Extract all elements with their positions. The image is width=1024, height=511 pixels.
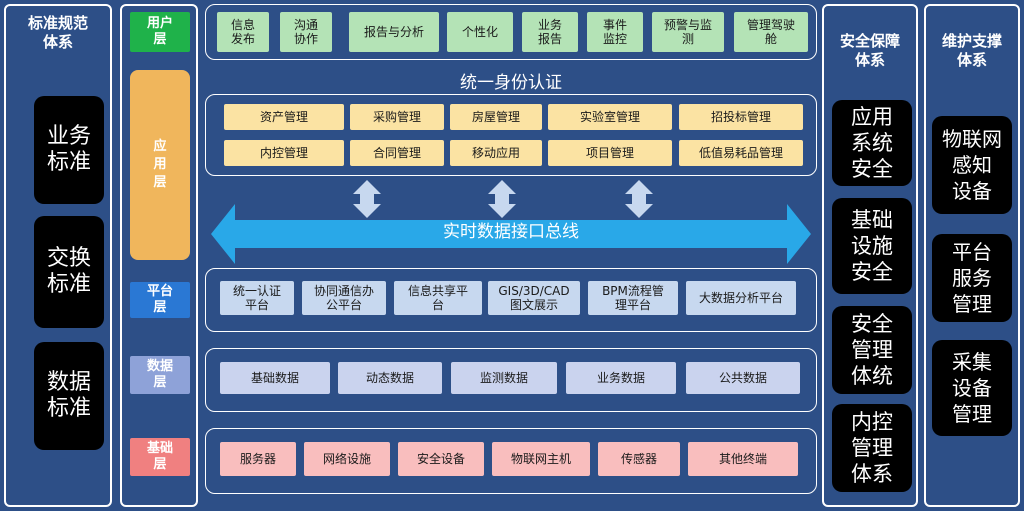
security-column-frame [822,4,918,507]
data-layer-panel [205,348,817,412]
security-title-line2: 体系 [854,51,885,69]
security-column-title: 安全保障 体系 [822,32,918,70]
platform-item-office: 协同通信办 公平台 [302,281,386,315]
vertical-arrow-right [625,180,653,218]
app-item-consumables: 低值易耗品管理 [679,140,803,166]
user-item-dashboard: 管理驾驶 舱 [734,12,808,52]
app-item-project: 项目管理 [548,140,672,166]
bus-label: 实时数据接口总线 [443,222,579,242]
standards-title-line1: 标准规范 [27,14,88,32]
maintenance-title-line1: 维护支撑 [941,32,1002,50]
maintenance-title-line2: 体系 [956,51,987,69]
user-layer-panel [205,4,817,60]
layer-tag-user: 用户 层 [130,12,190,52]
security-item-management: 安全 管理 体统 [832,306,912,394]
app-item-mobile: 移动应用 [450,140,542,166]
app-layer-panel [205,94,817,176]
maintenance-item-collector: 采集 设备 管理 [932,340,1012,436]
app-item-internal-control: 内控管理 [224,140,344,166]
standards-title-line2: 体系 [42,33,73,51]
maintenance-column-title: 维护支撑 体系 [924,32,1020,70]
maintenance-item-platform: 平台 服务 管理 [932,234,1012,322]
data-item-dynamic: 动态数据 [338,362,442,394]
app-item-housing: 房屋管理 [450,104,542,130]
standards-column-title: 标准规范 体系 [4,14,112,52]
data-item-monitor: 监测数据 [451,362,557,394]
standard-item-exchange: 交换 标准 [34,216,104,328]
standards-column-frame [4,4,112,507]
user-item-alert-monitor: 预警与监 测 [652,12,724,52]
standard-item-business: 业务 标准 [34,96,104,204]
maintenance-column-frame [924,4,1020,507]
user-item-report-analysis: 报告与分析 [349,12,439,52]
data-item-basic: 基础数据 [220,362,330,394]
security-item-internal-control: 内控 管理 体系 [832,404,912,492]
app-item-bidding: 招投标管理 [679,104,803,130]
layer-column-frame [120,4,198,507]
app-item-lab: 实验室管理 [548,104,672,130]
app-item-contract: 合同管理 [350,140,444,166]
data-bus-arrows [211,180,811,264]
platform-item-gis: GIS/3D/CAD 图文展示 [488,281,580,315]
base-item-sensor: 传感器 [598,442,680,476]
maintenance-item-iot: 物联网 感知 设备 [932,116,1012,214]
data-item-business: 业务数据 [566,362,676,394]
layer-tag-base: 基础 层 [130,438,190,476]
vertical-arrow-middle [488,180,516,218]
user-item-event-monitor: 事件 监控 [587,12,643,52]
user-item-personalization: 个性化 [447,12,513,52]
data-item-public: 公共数据 [686,362,800,394]
layer-tag-data: 数据 层 [130,356,190,394]
base-item-security: 安全设备 [398,442,484,476]
base-item-other: 其他终端 [688,442,798,476]
vertical-arrow-left [353,180,381,218]
base-layer-panel [205,428,817,494]
platform-item-bigdata: 大数据分析平台 [686,281,796,315]
app-item-asset: 资产管理 [224,104,344,130]
base-item-server: 服务器 [220,442,296,476]
layer-tag-platform: 平台 层 [130,282,190,318]
platform-item-auth: 统一认证 平台 [220,281,294,315]
base-item-iot-host: 物联网主机 [492,442,590,476]
user-item-communication: 沟通 协作 [280,12,332,52]
layer-tag-app: 应 用 层 [130,70,190,260]
security-title-line1: 安全保障 [839,32,900,50]
user-item-info-publish: 信息 发布 [217,12,269,52]
platform-layer-panel [205,268,817,332]
platform-item-bpm: BPM流程管 理平台 [588,281,678,315]
unified-auth-title: 统一身份认证 [460,73,562,93]
user-item-business-report: 业务 报告 [522,12,578,52]
security-item-app: 应用 系统 安全 [832,100,912,186]
standard-item-data: 数据 标准 [34,342,104,450]
bus-arrow-shape [211,204,811,264]
base-item-network: 网络设施 [304,442,390,476]
app-item-purchase: 采购管理 [350,104,444,130]
platform-item-share: 信息共享平 台 [394,281,482,315]
security-item-infra: 基础 设施 安全 [832,198,912,294]
